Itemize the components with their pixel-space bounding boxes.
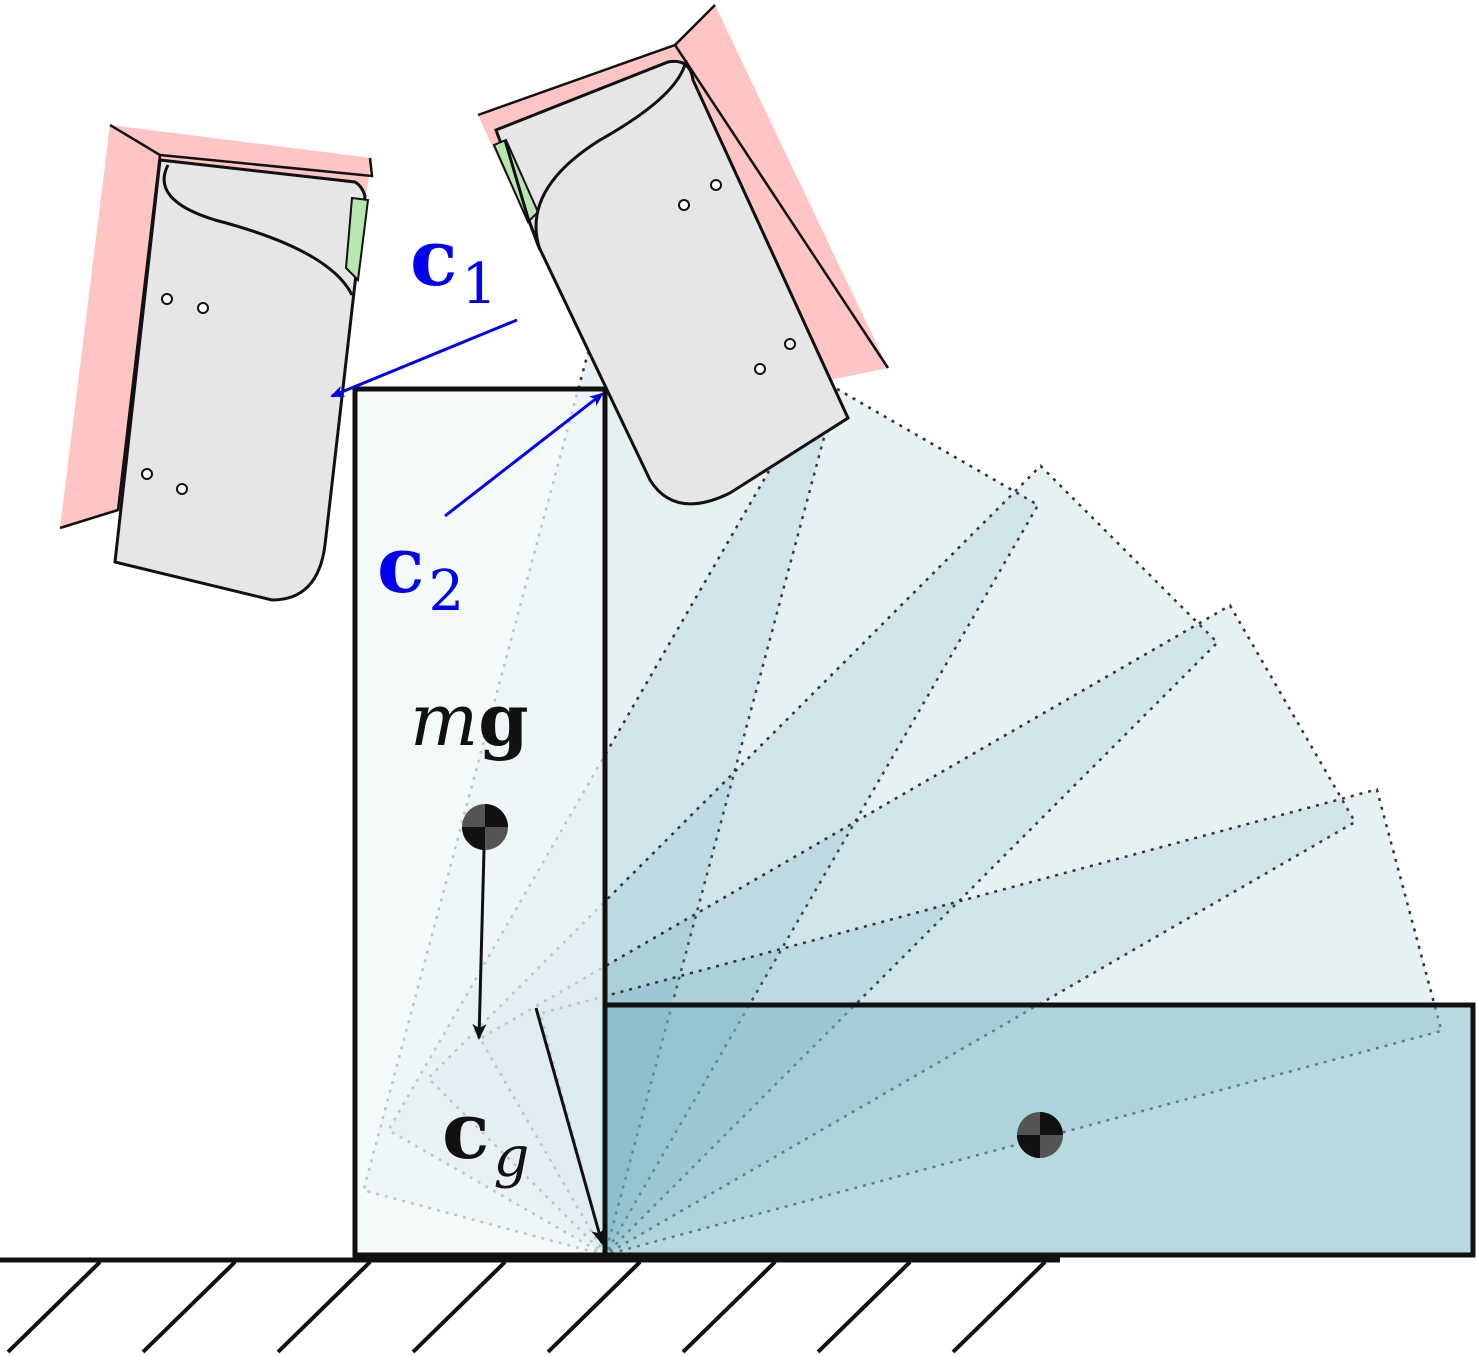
label-c2: c2 [377,520,464,624]
gravity-arrow [472,849,487,1040]
ground-hatch-2 [276,1260,372,1354]
ground-hatch-3 [411,1260,507,1354]
ground [0,1257,1060,1354]
ground-hatch-7 [951,1260,1047,1354]
ground-hatch-6 [816,1260,912,1354]
contact-c2-arrow [444,392,604,518]
left-finger [59,123,374,602]
label-mg: mg [410,677,529,762]
label-c1: c1 [410,213,497,317]
contact-c1-arrow [330,318,518,398]
center-of-mass-final [1017,1112,1063,1158]
right-finger [477,4,890,506]
ground-hatch-1 [141,1260,237,1354]
pivot-contact-arrow [534,1007,605,1245]
ground-hatch-4 [546,1260,642,1354]
ground-hatch-5 [681,1260,777,1354]
center-of-mass-initial [462,804,508,850]
label-cg: cg [442,1086,529,1190]
ground-hatch-0 [6,1260,102,1354]
left-sensor-strip [344,196,370,283]
right-finger-body [494,59,850,506]
